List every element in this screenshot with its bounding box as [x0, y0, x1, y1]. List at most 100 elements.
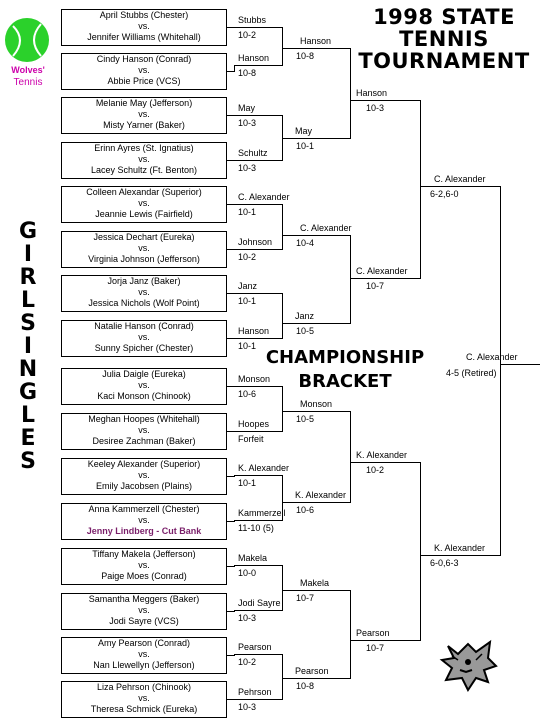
bracket-line [227, 160, 234, 161]
bracket-line [350, 462, 420, 463]
player-name: Emily Jacobsen (Plains) [95, 481, 193, 491]
round2-score: 10-1 [296, 141, 315, 151]
player-name: Cindy Hanson (Conrad) [96, 54, 192, 64]
bracket-line [227, 338, 234, 339]
bracket-line [234, 475, 235, 477]
bracket-line [227, 249, 234, 250]
player-name: Erinn Ayres (St. Ignatius) [94, 143, 194, 153]
player-name: Nan Llewellyn (Jefferson) [93, 660, 195, 670]
player-name: Sunny Spicher (Chester) [94, 343, 194, 353]
player-name: Theresa Schmick (Eureka) [90, 704, 198, 714]
player-name: Jorja Janz (Baker) [107, 276, 181, 286]
bracket-line [227, 27, 234, 28]
round1-winner: Pehrson [238, 687, 272, 697]
round3-winner: C. Alexander [356, 266, 408, 276]
bracket-line [350, 235, 351, 324]
round2-score: 10-4 [296, 238, 315, 248]
bracket-line [234, 610, 235, 612]
round2-winner: Monson [300, 399, 333, 409]
bracket-line [234, 293, 282, 294]
player-name: Virginia Johnson (Jefferson) [88, 254, 200, 264]
bracket-line [234, 160, 282, 161]
player-name: Jeannie Lewis (Fairfield) [95, 209, 193, 219]
round1-winner: Schultz [238, 148, 268, 158]
side-title-letter: R [19, 265, 37, 290]
round1-winner: Kammerzell [238, 508, 286, 518]
bracket-line [282, 475, 283, 521]
bracket-line [234, 65, 235, 72]
bracket-line [227, 521, 234, 522]
final-score: 4-5 (Retired) [446, 368, 497, 378]
round2-winner: Pearson [295, 666, 329, 676]
vs-label: vs. [138, 693, 150, 703]
vs-label: vs. [138, 243, 150, 253]
player-name: Julia Daigle (Eureka) [102, 369, 186, 379]
round1-score: 10-0 [238, 568, 257, 578]
bracket-line [350, 640, 420, 641]
match-box: Amy Pearson (Conrad)vs.Nan Llewellyn (Je… [61, 637, 227, 674]
player-name: Liza Pehrson (Chinook) [96, 682, 192, 692]
bracket-line [282, 204, 283, 250]
player-name: Jenny Lindberg - Cut Bank [86, 526, 202, 536]
title-line: 1998 STATE [373, 5, 515, 29]
player-name: Misty Yarner (Baker) [103, 120, 185, 130]
vs-label: vs. [138, 198, 150, 208]
player-name: Jessica Nichols (Wolf Point) [88, 298, 200, 308]
bracket-line [234, 654, 235, 656]
bracket-title-line: CHAMPIONSHIP [265, 347, 425, 368]
round1-score: 10-3 [238, 702, 257, 712]
logo-line2: Tennis [13, 77, 43, 88]
round1-winner: Janz [238, 281, 258, 291]
round1-score: 10-1 [238, 207, 257, 217]
side-title-letter: I [23, 242, 33, 267]
bracket-line [350, 48, 351, 139]
bracket-line [227, 476, 234, 477]
player-name: Natalie Hanson (Conrad) [94, 321, 194, 331]
vs-label: vs. [138, 332, 150, 342]
bracket-title: CHAMPIONSHIP BRACKET [264, 346, 426, 394]
round2-winner: Makela [300, 578, 330, 588]
round1-winner: Monson [238, 374, 271, 384]
player-name: Colleen Alexandar (Superior) [86, 187, 202, 197]
bracket-line [282, 654, 283, 700]
player-name: Paige Moes (Conrad) [101, 571, 187, 581]
bracket-line [350, 590, 351, 679]
bracket-line [282, 411, 350, 412]
vs-label: vs. [138, 649, 150, 659]
round1-score: 10-2 [238, 30, 257, 40]
bracket-line [282, 27, 283, 66]
vs-label: vs. [138, 470, 150, 480]
vs-label: vs. [138, 425, 150, 435]
side-title-letter: G [18, 219, 38, 244]
bracket-line [227, 655, 234, 656]
round1-score: 10-8 [238, 68, 257, 78]
match-box: Natalie Hanson (Conrad)vs.Sunny Spicher … [61, 320, 227, 357]
bracket-line [227, 699, 234, 700]
round3-winner: Hanson [356, 88, 388, 98]
round3-score: 10-2 [366, 465, 385, 475]
player-name: April Stubbs (Chester) [99, 10, 189, 20]
title-line: TOURNAMENT [358, 49, 530, 73]
round1-score: 10-3 [238, 613, 257, 623]
bracket-line [282, 502, 350, 503]
side-title-letter: E [20, 426, 36, 451]
bracket-line [227, 115, 234, 116]
round1-winner: Stubbs [238, 15, 267, 25]
bracket-line [500, 186, 501, 556]
side-title-letter: S [20, 311, 36, 336]
round2-score: 10-7 [296, 593, 315, 603]
player-name: Jessica Dechart (Eureka) [93, 232, 195, 242]
player-name: Meghan Hoopes (Whitehall) [88, 414, 200, 424]
match-box: Colleen Alexandar (Superior)vs.Jeannie L… [61, 186, 227, 223]
match-box: Cindy Hanson (Conrad)vs.Abbie Price (VCS… [61, 53, 227, 90]
bracket-line [227, 386, 234, 387]
round1-winner: May [238, 103, 256, 113]
round2-winner: C. Alexander [300, 223, 352, 233]
round1-score: 10-3 [238, 118, 257, 128]
bracket-line [350, 411, 351, 503]
round1-score: 10-1 [238, 478, 257, 488]
match-box: Liza Pehrson (Chinook)vs.Theresa Schmick… [61, 681, 227, 718]
title-line: TENNIS [399, 27, 489, 51]
side-title-letter: S [20, 449, 36, 474]
